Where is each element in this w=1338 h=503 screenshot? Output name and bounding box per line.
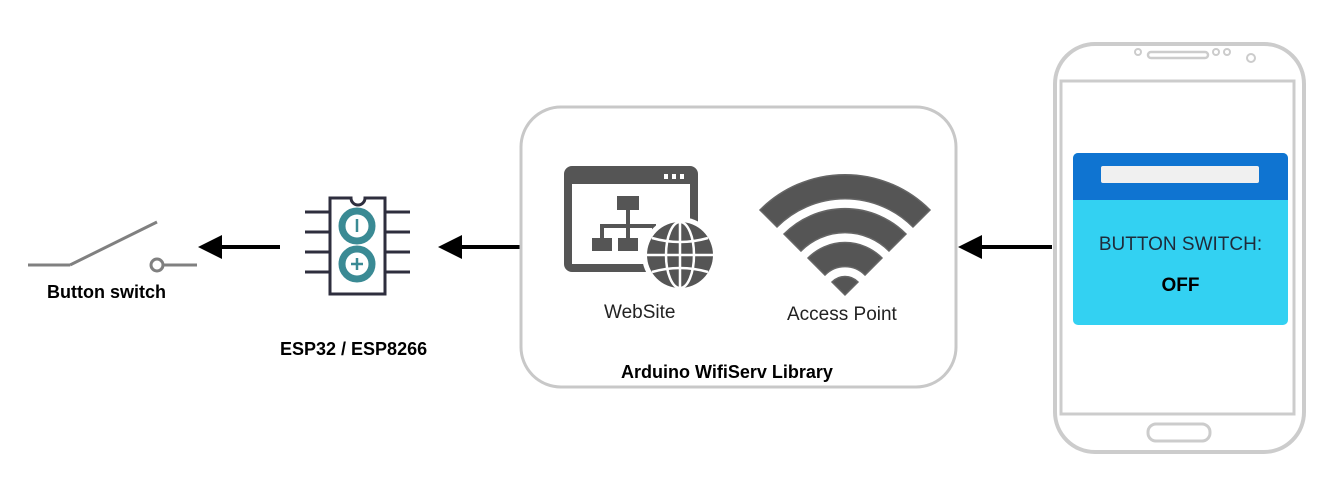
switch-icon — [28, 220, 197, 273]
chip-label: ESP32 / ESP8266 — [280, 339, 428, 359]
access-point-label: Access Point — [787, 304, 897, 325]
arrow-library-to-chip — [438, 235, 520, 259]
phone-address-bar — [1101, 166, 1259, 183]
website-label: WebSite — [604, 302, 676, 323]
arrow-chip-to-switch — [198, 235, 280, 259]
arrow-phone-to-library — [958, 235, 1052, 259]
library-label: Arduino WifiServ Library — [621, 362, 833, 382]
phone-state: OFF — [1161, 275, 1200, 296]
phone-app-screen — [1073, 153, 1288, 325]
website-icon — [564, 166, 718, 293]
wifi-icon — [758, 174, 932, 297]
chip-icon — [305, 196, 410, 296]
phone-title: BUTTON SWITCH: — [1098, 234, 1263, 255]
switch-label: Button switch — [47, 282, 166, 302]
